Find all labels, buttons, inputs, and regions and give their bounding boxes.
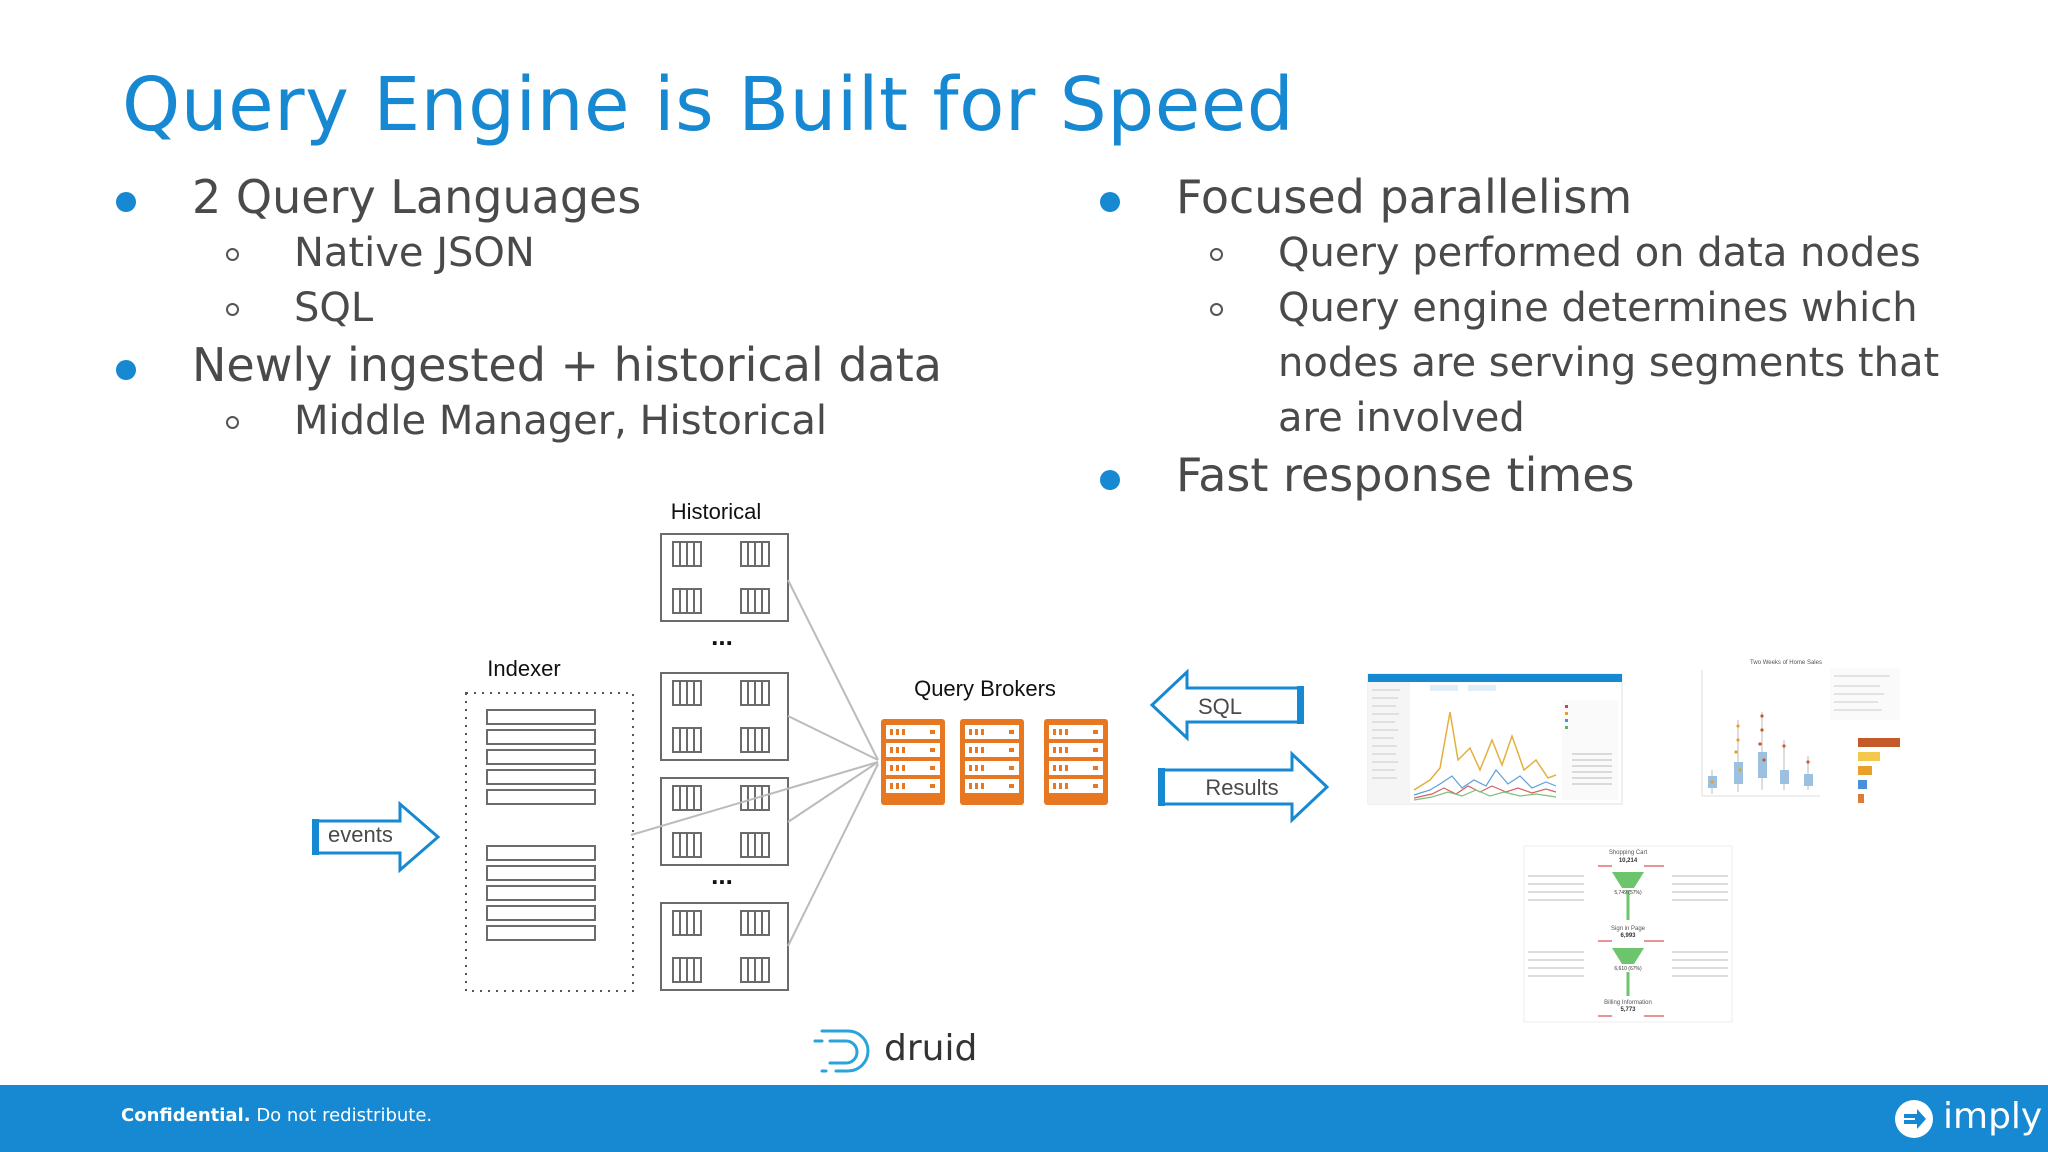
funnel-value-4: 6,610 (67%)	[1614, 966, 1642, 972]
druid-logo: druid	[813, 1028, 977, 1073]
sign-in-page-label: Sign in Page	[1611, 926, 1646, 932]
imply-arrow-icon	[1895, 1100, 1933, 1138]
footer-bar: Confidential. Do not redistribute. imply	[0, 1085, 2048, 1152]
subbullet-middle-manager: Middle Manager, Historical	[112, 394, 1072, 449]
indexer-segments	[486, 709, 596, 941]
historical-server-2	[660, 672, 789, 761]
subbullet-sql: SQL	[112, 281, 1072, 336]
subbullet-query-engine: Query engine determines which	[1096, 281, 1996, 336]
subbullet-circle-icon	[226, 303, 239, 316]
subbullet-circle-icon	[1210, 303, 1223, 316]
funnel-value-5: 5,773	[1620, 1007, 1636, 1013]
funnel-value-2: 5,749 (57%)	[1614, 890, 1642, 896]
druid-wordmark: druid	[884, 1028, 977, 1069]
ellipsis-1: ...	[711, 621, 733, 651]
imply-wordmark: imply	[1943, 1096, 2043, 1137]
home-sales-title: Two Weeks of Home Sales	[1750, 660, 1822, 666]
results-arrow: Results	[1158, 750, 1330, 824]
bullet-dot-icon	[116, 192, 136, 212]
indexer-label: Indexer	[487, 656, 560, 681]
ellipsis-2: ...	[711, 860, 733, 890]
broker-server-2	[960, 719, 1024, 805]
confidential-notice: Confidential. Do not redistribute.	[121, 1105, 432, 1126]
pivot-screenshot-thumbnail	[1367, 673, 1623, 805]
tableau-screenshot-thumbnail: Two Weeks of Home Sales	[1676, 656, 1904, 830]
broker-server-1	[881, 719, 945, 805]
historical-server-1	[660, 533, 789, 622]
subbullet-circle-icon	[1210, 248, 1223, 261]
sql-label: SQL	[1198, 694, 1242, 719]
confidential-rest: Do not redistribute.	[256, 1105, 433, 1126]
bullet-query-languages: 2 Query Languages	[112, 168, 1072, 226]
bullet-dot-icon	[1100, 192, 1120, 212]
architecture-diagram: Historical ... ... Indexer events Query …	[312, 499, 1904, 1073]
historical-label: Historical	[671, 499, 761, 524]
imply-logo: imply	[1893, 1096, 2043, 1142]
subbullet-query-engine-line2: nodes are serving segments that	[1278, 340, 1940, 386]
subbullet-circle-icon	[226, 416, 239, 429]
subbullet-data-nodes: Query performed on data nodes	[1096, 226, 1996, 281]
bullet-fast-response: Fast response times	[1096, 446, 1996, 504]
funnel-value-1: 10,214	[1619, 858, 1638, 864]
historical-server-4	[660, 902, 789, 991]
funnel-value-3: 6,993	[1620, 933, 1636, 939]
bullet-dot-icon	[116, 360, 136, 380]
left-bullet-list: 2 Query Languages Native JSON SQL Newly …	[112, 168, 1072, 449]
bullet-focused-parallelism: Focused parallelism	[1096, 168, 1996, 226]
subbullet-circle-icon	[226, 248, 239, 261]
slide-title: Query Engine is Built for Speed	[122, 62, 1295, 148]
subbullet-native-json: Native JSON	[112, 226, 1072, 281]
events-arrow: events	[312, 800, 441, 874]
right-bullet-list: Focused parallelism Query performed on d…	[1096, 168, 1996, 504]
events-label: events	[328, 822, 393, 847]
results-label: Results	[1205, 775, 1278, 800]
bullet-dot-icon	[1100, 470, 1120, 490]
sql-arrow: SQL	[1149, 668, 1304, 742]
subbullet-query-engine-line3: are involved	[1278, 395, 1525, 441]
billing-information-label: Billing Information	[1604, 1000, 1652, 1006]
confidential-bold: Confidential.	[121, 1105, 251, 1126]
bullet-ingested-data: Newly ingested + historical data	[112, 336, 1072, 394]
query-brokers-label: Query Brokers	[914, 676, 1056, 701]
shopping-cart-label: Shopping Cart	[1609, 850, 1648, 856]
connection-lines	[630, 579, 879, 947]
funnel-screenshot-thumbnail: Shopping Cart 10,214 5,749 (57%) Sign in…	[1523, 845, 1733, 1023]
broker-server-3	[1044, 719, 1108, 805]
